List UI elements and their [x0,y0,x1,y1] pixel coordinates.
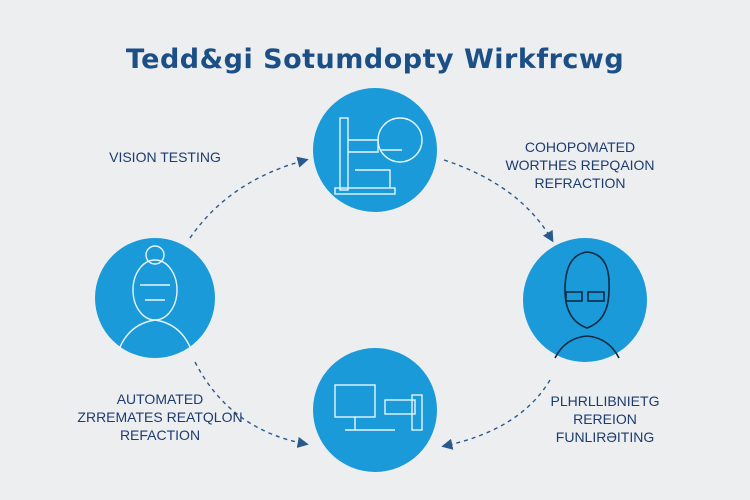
arrow-left-to-top [189,156,309,239]
label-line: COHOPOMATED [524,139,636,155]
patient-face-scan-icon [117,245,193,353]
label-line: REFACTION [119,427,201,443]
label-line: FUNLIRƏITING [555,429,655,445]
step-right [523,238,647,362]
label-line: PLHRLLIBNIETG [550,393,660,409]
man-with-glasses-icon [554,251,620,359]
computer-autorefractor-icon [334,384,423,431]
label-vision-testing: VISION TESTING [100,148,230,166]
label-line: VISION TESTING [109,149,221,165]
label-line: REREION [573,411,637,427]
label-line: ZRREMATES REATQLON [77,409,243,425]
label-line: AUTOMATED [116,391,204,407]
step-left [95,238,215,358]
label-bottom-right: PLHRLLIBNIETG REREION FUNLIRƏITING [520,392,690,446]
diagram-title: Tedd&gi Sotumdopty Wirkfrcwg [125,44,625,75]
arrow-top-to-right [443,159,554,243]
step-bottom [313,348,437,472]
arrow-right-to-bottom [441,379,551,450]
label-line: REFRACTION [534,175,626,191]
label-line: WORTHES REPQAION [505,157,655,173]
label-bottom-left: AUTOMATED ZRREMATES REATQLON REFACTION [60,390,260,444]
step-top [313,88,437,212]
arrow-left-to-bottom [194,361,309,448]
slit-lamp-exam-icon [334,117,423,195]
label-top-right: COHOPOMATED WORTHES REPQAION REFRACTION [490,138,670,192]
